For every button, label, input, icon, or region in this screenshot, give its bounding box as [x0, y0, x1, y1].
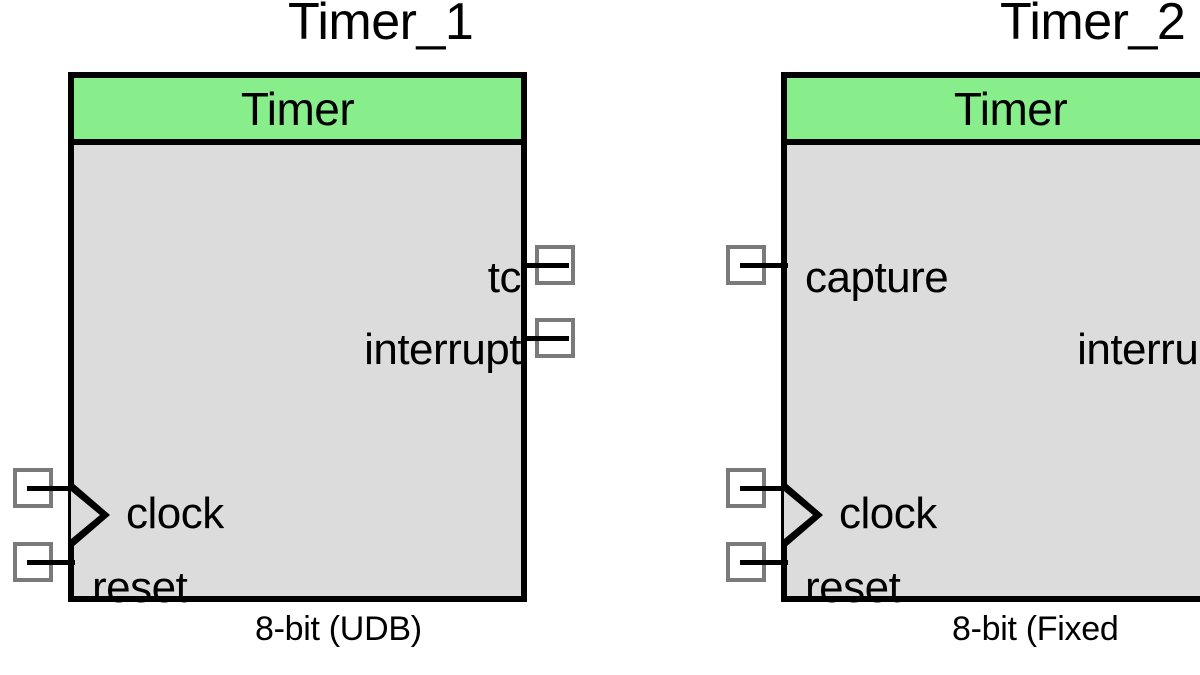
component-header-label: Timer [240, 82, 355, 135]
instance-name-timer-1: Timer_1 [288, 0, 474, 51]
instance-name-timer-2: Timer_2 [1000, 0, 1186, 51]
port-label-tc: tc [487, 253, 522, 302]
stub-wire-interrupt [521, 336, 569, 341]
component-body-timer-1: tc interrupt clock reset [71, 145, 522, 610]
port-label-capture: capture [805, 253, 949, 302]
component-header-timer-2: Timer [787, 78, 1200, 145]
stub-wire-capture [740, 263, 788, 268]
port-label-clock: clock [126, 489, 224, 538]
stub-wire-clock [27, 486, 75, 491]
stub-wire-reset [740, 560, 788, 565]
component-symbol-timer-2[interactable]: Timer tc interrupt capture clock reset [781, 72, 1200, 610]
stub-wire-reset [27, 560, 75, 565]
port-label-reset: reset [805, 563, 901, 612]
port-label-clock: clock [839, 489, 937, 538]
component-symbol-timer-1[interactable]: Timer tc interrupt clock reset [68, 72, 527, 610]
stub-wire-clock [740, 486, 788, 491]
clock-edge-marker-icon [71, 484, 110, 546]
port-label-interrupt: interrupt [364, 325, 521, 374]
component-body-timer-2: tc interrupt capture clock reset [784, 145, 1200, 610]
port-label-reset: reset [92, 563, 188, 612]
component-header-timer-1: Timer [74, 78, 521, 145]
stub-wire-tc [521, 263, 569, 268]
clock-edge-marker-icon [784, 484, 823, 546]
component-header-label: Timer [953, 82, 1068, 135]
component-caption-timer-1: 8-bit (UDB) [255, 610, 422, 648]
port-label-interrupt: interrupt [1077, 325, 1200, 374]
component-caption-timer-2: 8-bit (Fixed [952, 610, 1119, 648]
